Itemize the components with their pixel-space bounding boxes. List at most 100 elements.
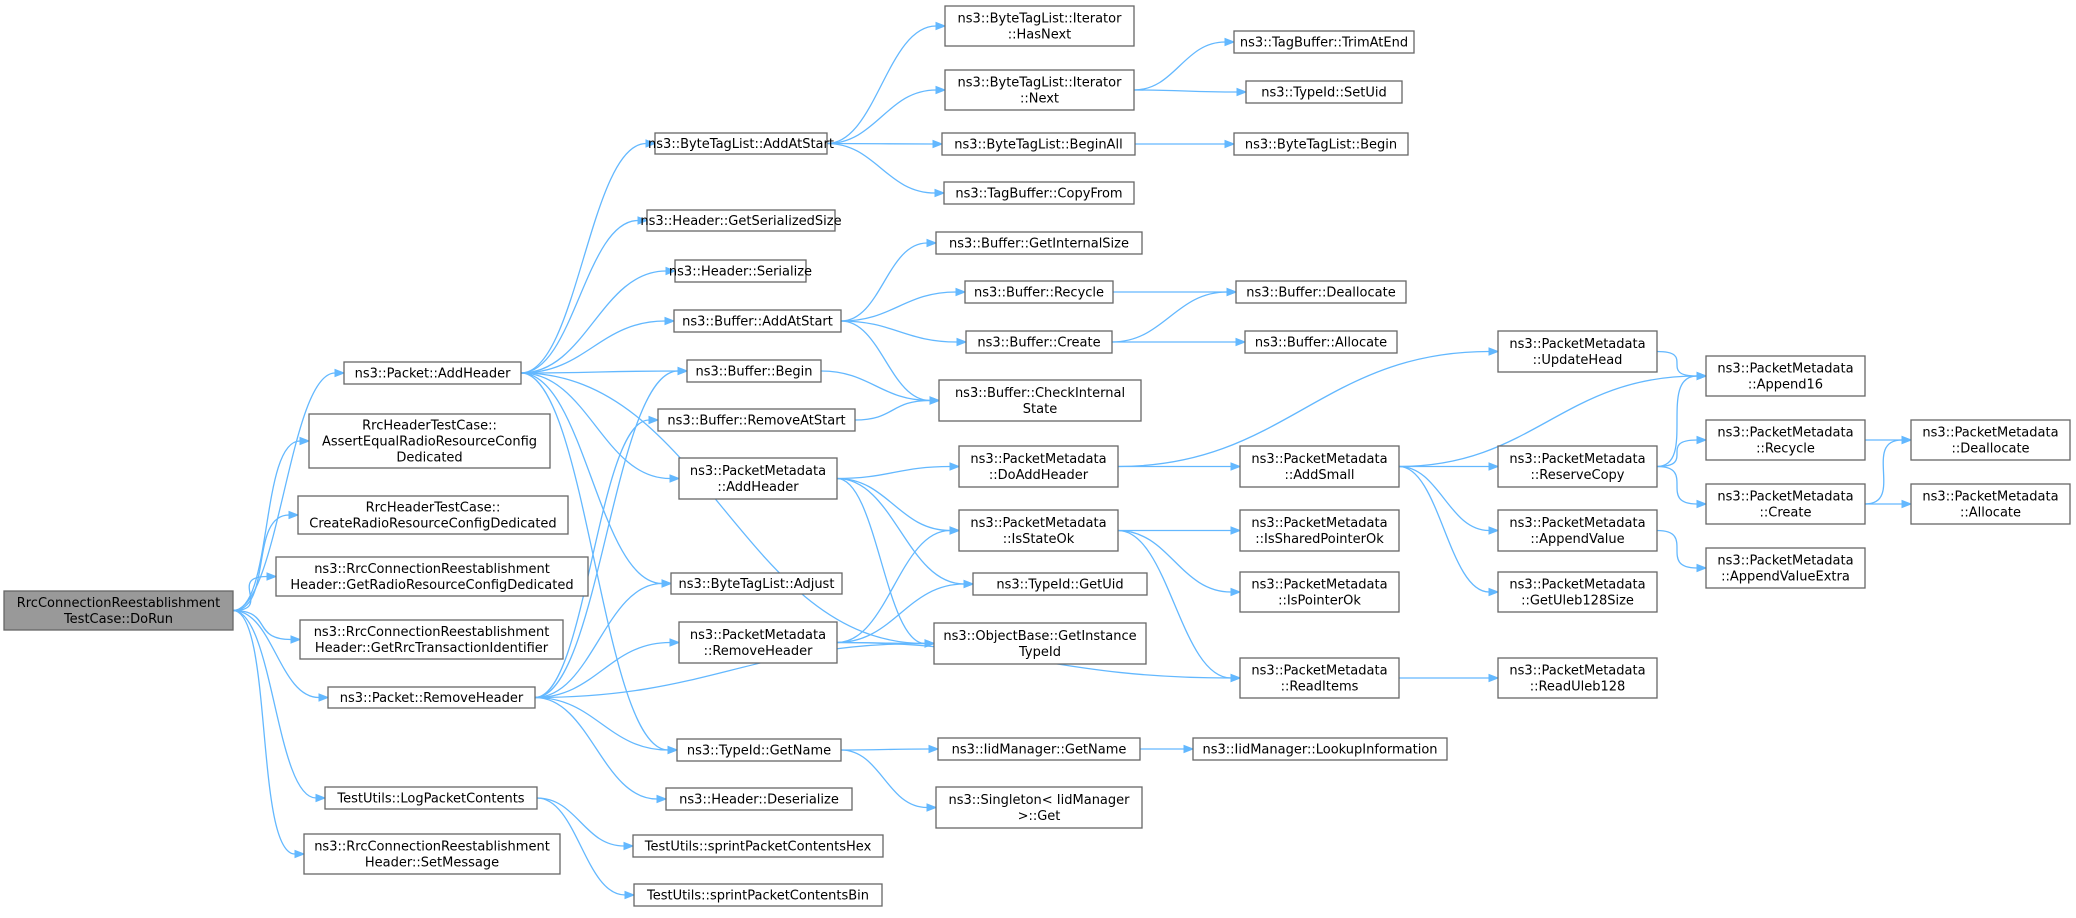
node-buf-begin[interactable]: ns3::Buffer::Begin (686, 359, 822, 383)
node-tid-get-name[interactable]: ns3::TypeId::GetName (676, 738, 842, 762)
node-buf-deallocate[interactable]: ns3::Buffer::Deallocate (1235, 280, 1407, 304)
node-remove-header[interactable]: ns3::Packet::RemoveHeader (327, 686, 536, 709)
edge-buf-add-at-start-to-buf-check-internal (840, 320, 941, 405)
arrowhead-icon (929, 396, 941, 405)
node-label: ns3::TypeId::GetName (687, 744, 831, 759)
node-label: ns3::ObjectBase::GetInstance (943, 629, 1136, 644)
node-label: ::Next (1020, 92, 1059, 107)
node-log-packet[interactable]: TestUtils::LogPacketContents (324, 786, 538, 810)
node-tb-trim-at-end[interactable]: ns3::TagBuffer::TrimAtEnd (1233, 30, 1415, 54)
edge-line (840, 242, 928, 322)
edge-line (232, 575, 268, 612)
node-pm-append16[interactable]: ns3::PacketMetadata::Append16 (1705, 355, 1866, 397)
node-btl-begin-all[interactable]: ns3::ByteTagList::BeginAll (941, 132, 1136, 156)
node-label: ns3::PacketMetadata (1717, 490, 1853, 505)
node-pm-deallocate[interactable]: ns3::PacketMetadata::Deallocate (1910, 419, 2071, 461)
node-box (1497, 445, 1658, 488)
node-label: TestUtils::LogPacketContents (336, 792, 524, 807)
node-box (943, 181, 1135, 205)
edge-tid-get-name-to-singleton-get (840, 749, 938, 812)
node-pm-is-shared-ptr-ok[interactable]: ns3::PacketMetadata::IsSharedPointerOk (1239, 509, 1400, 552)
node-sprint-bin[interactable]: TestUtils::sprintPacketContentsBin (633, 883, 883, 907)
node-buf-get-internal-size[interactable]: ns3::Buffer::GetInternalSize (935, 231, 1143, 255)
node-btl-add-at-start[interactable]: ns3::ByteTagList::AddAtStart (648, 132, 834, 155)
node-iter-next[interactable]: ns3::ByteTagList::Iterator::Next (944, 69, 1135, 111)
edge-pm-add-header-to-pm-is-state-ok (836, 477, 961, 535)
node-get-rrc-tid[interactable]: ns3::RrcConnectionReestablishmentHeader:… (299, 619, 564, 660)
node-label: ns3::Buffer::Recycle (974, 286, 1104, 301)
node-pm-get-uleb[interactable]: ns3::PacketMetadata::GetUleb128Size (1497, 571, 1658, 613)
node-singleton-get[interactable]: ns3::Singleton< IidManager>::Get (935, 786, 1143, 829)
node-box (665, 787, 853, 811)
node-box (676, 738, 842, 762)
node-label: Header::GetRadioResourceConfigDedicated (290, 578, 573, 593)
node-buf-recycle[interactable]: ns3::Buffer::Recycle (964, 280, 1114, 304)
node-box (1239, 445, 1400, 488)
node-iter-has-next[interactable]: ns3::ByteTagList::Iterator::HasNext (944, 5, 1135, 47)
edge-pm-is-state-ok-to-pm-read-items (1117, 529, 1242, 683)
node-pm-is-ptr-ok[interactable]: ns3::PacketMetadata::IsPointerOk (1239, 571, 1400, 613)
node-tid-set-uid[interactable]: ns3::TypeId::SetUid (1245, 80, 1403, 104)
node-tid-get-uid[interactable]: ns3::TypeId::GetUid (972, 572, 1148, 596)
node-buf-add-at-start[interactable]: ns3::Buffer::AddAtStart (673, 309, 842, 333)
node-root[interactable]: RrcConnectionReestablishmentTestCase::Do… (3, 590, 234, 631)
edge-line (534, 582, 663, 699)
node-hdr-serialize[interactable]: ns3::Header::Serialize (669, 259, 812, 283)
node-pm-allocate[interactable]: ns3::PacketMetadata::Allocate (1910, 483, 2071, 525)
node-pm-read-items[interactable]: ns3::PacketMetadata::ReadItems (1239, 657, 1400, 699)
node-pm-create[interactable]: ns3::PacketMetadata::Create (1705, 483, 1866, 525)
node-pm-reserve-copy[interactable]: ns3::PacketMetadata::ReserveCopy (1497, 445, 1658, 488)
edge-line (232, 514, 290, 612)
arrowhead-icon (288, 510, 300, 520)
node-hdr-get-ser-size[interactable]: ns3::Header::GetSerializedSize (640, 209, 842, 232)
node-iid-get-name[interactable]: ns3::IidManager::GetName (937, 737, 1141, 761)
node-tb-copy-from[interactable]: ns3::TagBuffer::CopyFrom (943, 181, 1135, 205)
node-pm-recycle[interactable]: ns3::PacketMetadata::Recycle (1705, 419, 1866, 461)
node-pm-append-value[interactable]: ns3::PacketMetadata::AppendValue (1497, 509, 1658, 552)
node-label: ::IsPointerOk (1278, 594, 1361, 609)
node-label: TestUtils::sprintPacketContentsHex (644, 840, 872, 855)
node-assert-equal[interactable]: RrcHeaderTestCase::AssertEqualRadioResou… (308, 413, 551, 469)
node-hdr-deserialize[interactable]: ns3::Header::Deserialize (665, 787, 853, 811)
node-box (686, 359, 822, 383)
edge-pm-add-header-to-obj-get-inst-tid (836, 477, 936, 648)
node-create-radio[interactable]: RrcHeaderTestCase::CreateRadioResourceCo… (297, 495, 569, 535)
node-box (958, 509, 1119, 552)
edge-line (1111, 291, 1228, 343)
edge-line (520, 370, 679, 374)
node-buf-remove-at-start[interactable]: ns3::Buffer::RemoveAtStart (657, 408, 856, 432)
edge-btl-add-at-start-to-tb-copy-from (826, 142, 946, 198)
node-pm-add-small[interactable]: ns3::PacketMetadata::AddSmall (1239, 445, 1400, 488)
node-pm-is-state-ok[interactable]: ns3::PacketMetadata::IsStateOk (958, 509, 1119, 552)
node-get-radio[interactable]: ns3::RrcConnectionReestablishmentHeader:… (275, 556, 589, 597)
node-pm-append-value-extra[interactable]: ns3::PacketMetadata::AppendValueExtra (1705, 547, 1866, 589)
node-pm-add-header[interactable]: ns3::PacketMetadata::AddHeader (678, 457, 838, 500)
node-iid-lookup[interactable]: ns3::IidManager::LookupInformation (1192, 737, 1448, 761)
edge-root-to-add-header (232, 368, 346, 612)
arrowhead-icon (1230, 587, 1242, 597)
node-label: ns3::PacketMetadata (1717, 426, 1853, 441)
edge-remove-header-to-pm-remove-header (534, 638, 681, 699)
node-btl-adjust[interactable]: ns3::ByteTagList::Adjust (670, 572, 843, 595)
edge-line (1656, 439, 1698, 468)
node-box (1245, 80, 1403, 104)
node-pm-update-head[interactable]: ns3::PacketMetadata::UpdateHead (1497, 330, 1658, 373)
node-pm-remove-header[interactable]: ns3::PacketMetadata::RemoveHeader (678, 621, 838, 664)
arrowhead-icon (926, 803, 938, 812)
edge-buf-create-to-buf-deallocate (1111, 287, 1238, 343)
node-add-header[interactable]: ns3::Packet::AddHeader (343, 361, 522, 385)
edge-line (232, 609, 292, 641)
node-buf-allocate[interactable]: ns3::Buffer::Allocate (1244, 330, 1398, 354)
arrowhead-icon (935, 21, 947, 31)
node-sprint-hex[interactable]: TestUtils::sprintPacketContentsHex (632, 834, 884, 858)
edge-root-to-remove-header (232, 609, 330, 702)
node-set-message[interactable]: ns3::RrcConnectionReestablishmentHeader:… (303, 833, 561, 875)
node-buf-create[interactable]: ns3::Buffer::Create (965, 330, 1113, 354)
node-btl-begin[interactable]: ns3::ByteTagList::Begin (1233, 132, 1409, 156)
edge-line (836, 583, 965, 644)
node-pm-do-add-header[interactable]: ns3::PacketMetadata::DoAddHeader (958, 445, 1119, 488)
node-box (944, 5, 1135, 47)
node-pm-read-uleb[interactable]: ns3::PacketMetadata::ReadUleb128 (1497, 657, 1658, 699)
